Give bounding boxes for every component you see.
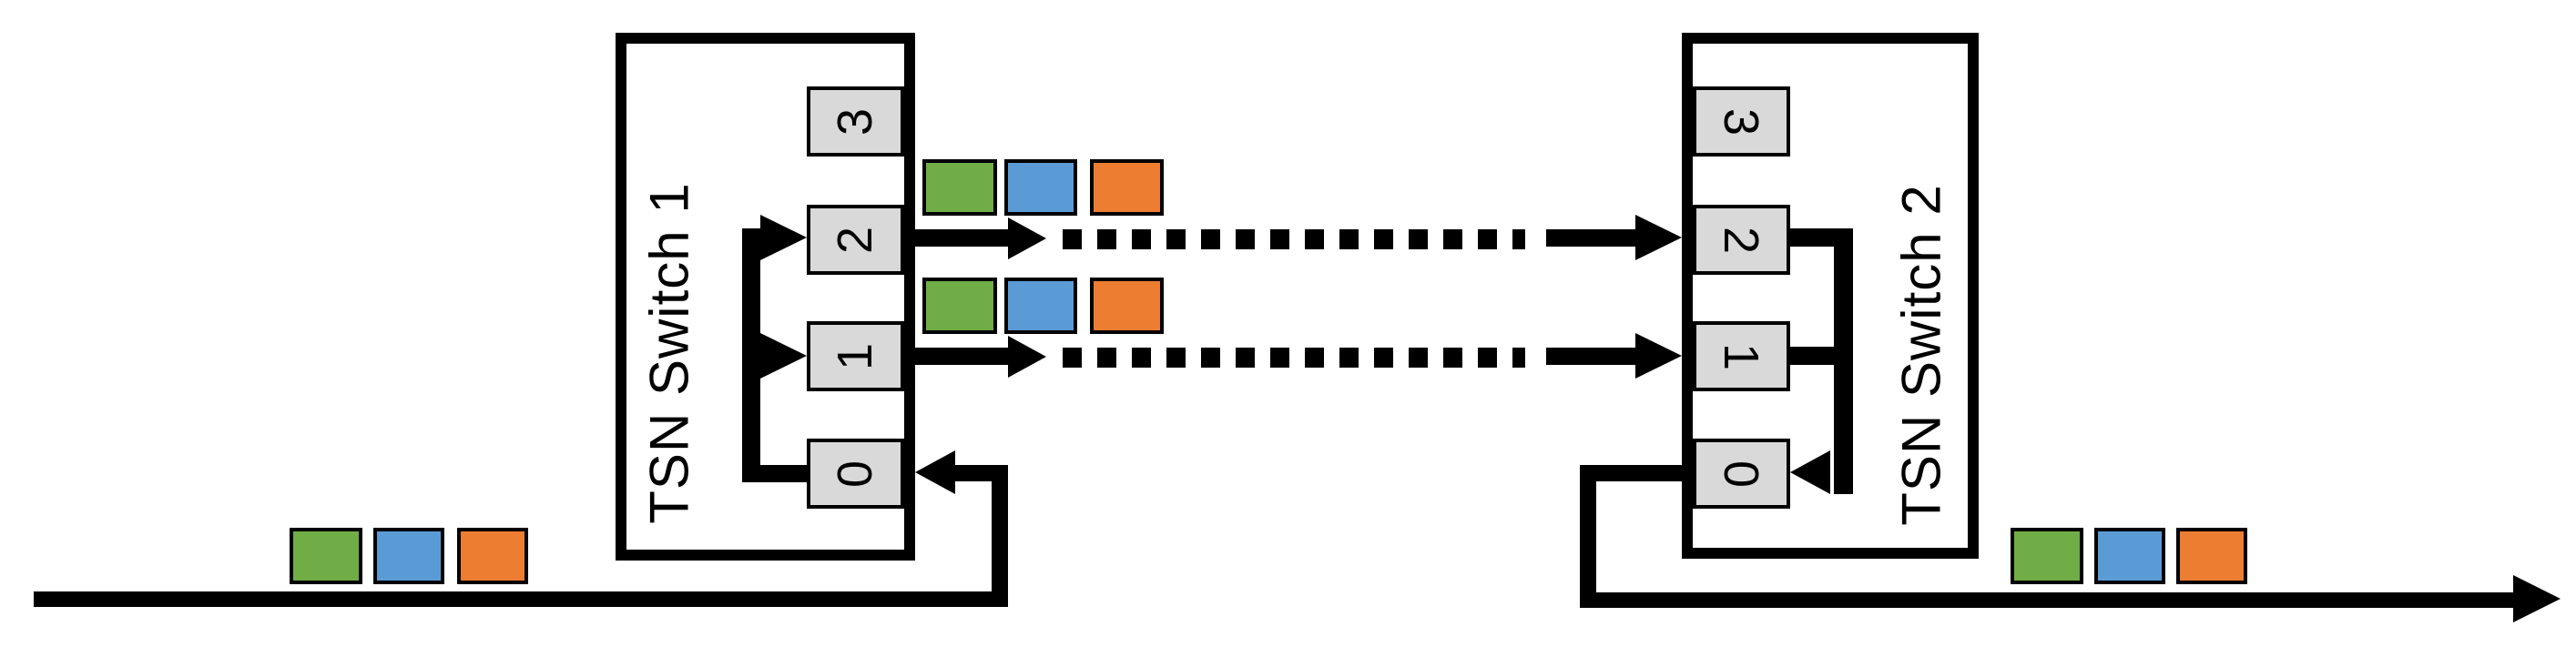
arrowhead-right-icon <box>760 333 807 379</box>
arrowhead-right-icon <box>1635 333 1682 379</box>
switch1-port-box-0: 0 <box>807 439 904 509</box>
switch2-label: TSN Switch 2 <box>1890 184 1952 526</box>
dashed-link-port2 <box>1063 229 1525 249</box>
port2-ingress-arrow-shaft <box>1546 229 1635 247</box>
switch1-port-box-1: 1 <box>807 321 904 391</box>
egress-arrow-shaft <box>1596 465 1693 481</box>
switch2-port-box-1: 1 <box>1693 321 1790 391</box>
arrowhead-right-icon <box>2513 575 2561 622</box>
packet-orange <box>2176 528 2247 584</box>
switch2-port-box-0: 0 <box>1693 439 1790 509</box>
port2-egress-arrow-shaft <box>915 229 1008 247</box>
ingress-arrow-shaft <box>952 465 1007 481</box>
dashed-link-port1 <box>1063 348 1525 368</box>
packet-blue <box>373 528 444 584</box>
packet-green <box>922 278 997 334</box>
arrowhead-right-icon <box>1008 217 1046 259</box>
arrowhead-left-icon <box>915 450 955 494</box>
switch1-internal-port0-connector <box>742 465 807 482</box>
switch1-port-box-2: 2 <box>807 205 904 275</box>
packet-green <box>2011 528 2083 584</box>
packet-orange <box>457 528 528 584</box>
egress-link-line <box>1580 592 2513 608</box>
arrowhead-right-icon <box>1008 336 1046 378</box>
switch2-internal-trunk <box>1834 228 1853 494</box>
packet-green <box>290 528 362 584</box>
packet-blue <box>1004 278 1077 334</box>
packet-blue <box>1004 159 1077 216</box>
switch1-internal-trunk <box>742 228 760 482</box>
arrowhead-right-icon <box>760 215 807 260</box>
port-number-label: 0 <box>1714 460 1769 488</box>
packet-orange <box>1090 159 1164 216</box>
egress-downturn-line <box>1580 465 1596 608</box>
ingress-upturn-line <box>992 465 1008 607</box>
port-number-label: 3 <box>1714 107 1769 136</box>
arrowhead-left-icon <box>1790 450 1830 494</box>
port1-ingress-arrow-shaft <box>1546 348 1635 365</box>
switch1-label: TSN Switch 1 <box>638 182 700 524</box>
port-number-label: 3 <box>828 107 883 136</box>
port-number-label: 1 <box>828 342 883 370</box>
port-number-label: 1 <box>1714 342 1769 370</box>
port1-egress-arrow-shaft <box>915 348 1008 365</box>
port-number-label: 2 <box>1714 226 1769 254</box>
switch2-port-box-3: 3 <box>1693 86 1790 157</box>
ingress-link-line <box>34 591 1008 607</box>
packet-blue <box>2094 528 2165 584</box>
switch2-port-box-2: 2 <box>1693 205 1790 275</box>
switch1-port-box-3: 3 <box>807 86 904 157</box>
port-number-label: 0 <box>828 460 883 488</box>
packet-green <box>922 159 997 216</box>
arrowhead-right-icon <box>1635 215 1682 260</box>
packet-orange <box>1090 278 1164 334</box>
port-number-label: 2 <box>828 226 883 254</box>
